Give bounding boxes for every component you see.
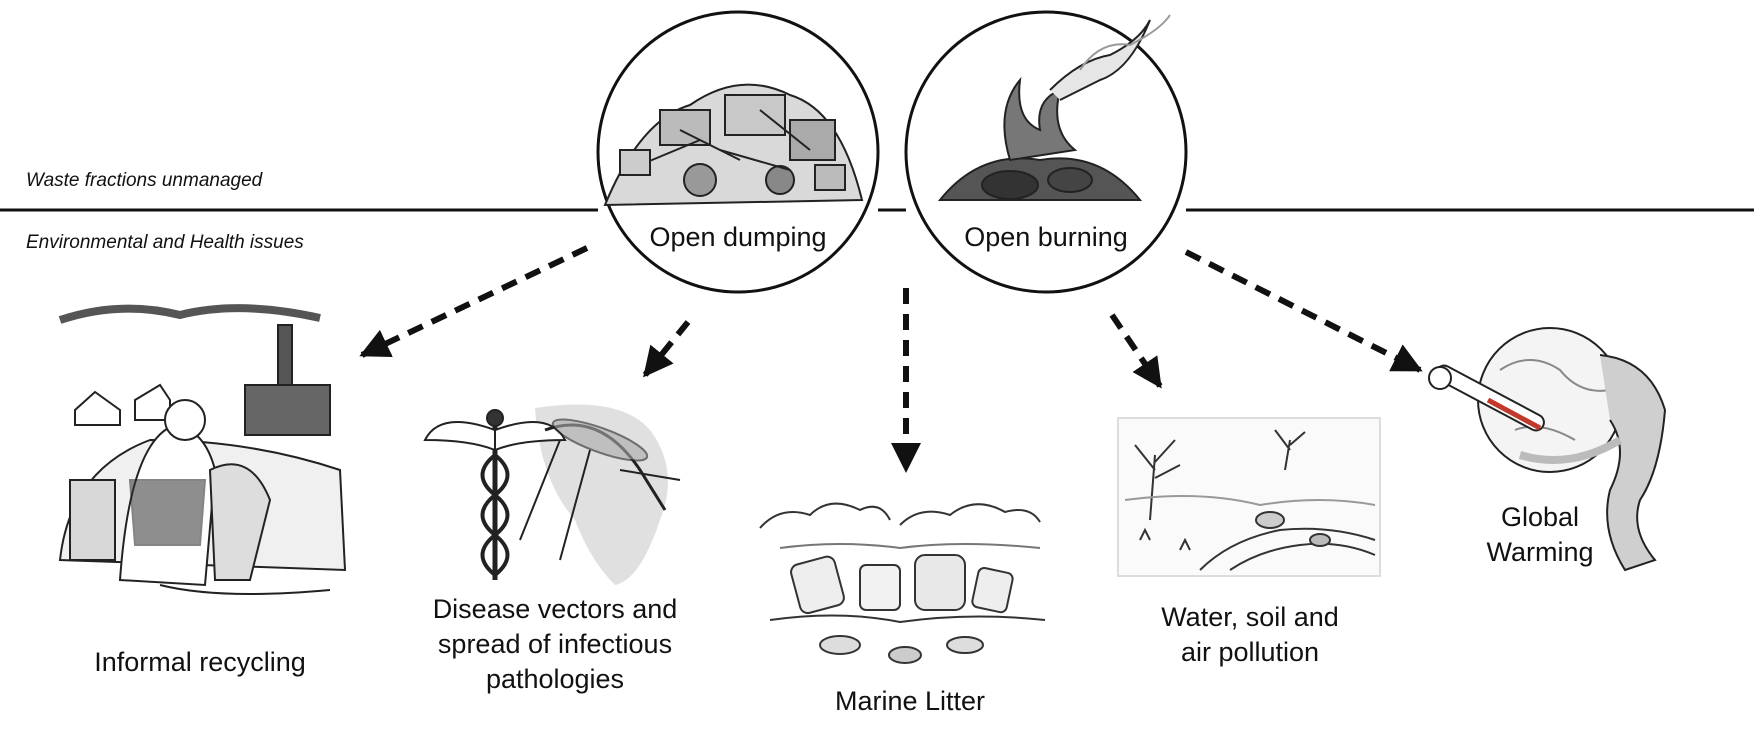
thermometer-globe-icon — [1428, 327, 1667, 572]
impact-global-warming: Global Warming — [1486, 502, 1594, 567]
arrow-to-pollution — [1109, 313, 1163, 389]
arrow-to-recycling — [359, 245, 589, 358]
arrow-to-warming — [1184, 249, 1423, 373]
impact-informal-recycling: Informal recycling — [94, 647, 306, 677]
recycling-scene-icon — [58, 304, 347, 595]
impact-disease-vectors: Disease vectors and spread of infectious… — [432, 594, 678, 694]
fire-icon — [937, 14, 1171, 201]
caduceus-mosquito-icon — [423, 404, 681, 585]
impact-marine-litter: Marine Litter — [834, 686, 986, 716]
polluted-land-icon — [1117, 417, 1381, 577]
section-label-top: Waste fractions unmanaged — [26, 170, 263, 191]
arrows — [359, 245, 1423, 473]
dump-pile-icon — [603, 83, 864, 207]
source-open-burning: Open burning — [964, 222, 1128, 252]
source-open-dumping: Open dumping — [649, 222, 827, 252]
marine-litter-icon — [759, 502, 1046, 664]
arrow-to-disease — [642, 320, 691, 378]
section-label-bottom: Environmental and Health issues — [26, 232, 304, 253]
impact-pollution: Water, soil and air pollution — [1161, 602, 1339, 667]
